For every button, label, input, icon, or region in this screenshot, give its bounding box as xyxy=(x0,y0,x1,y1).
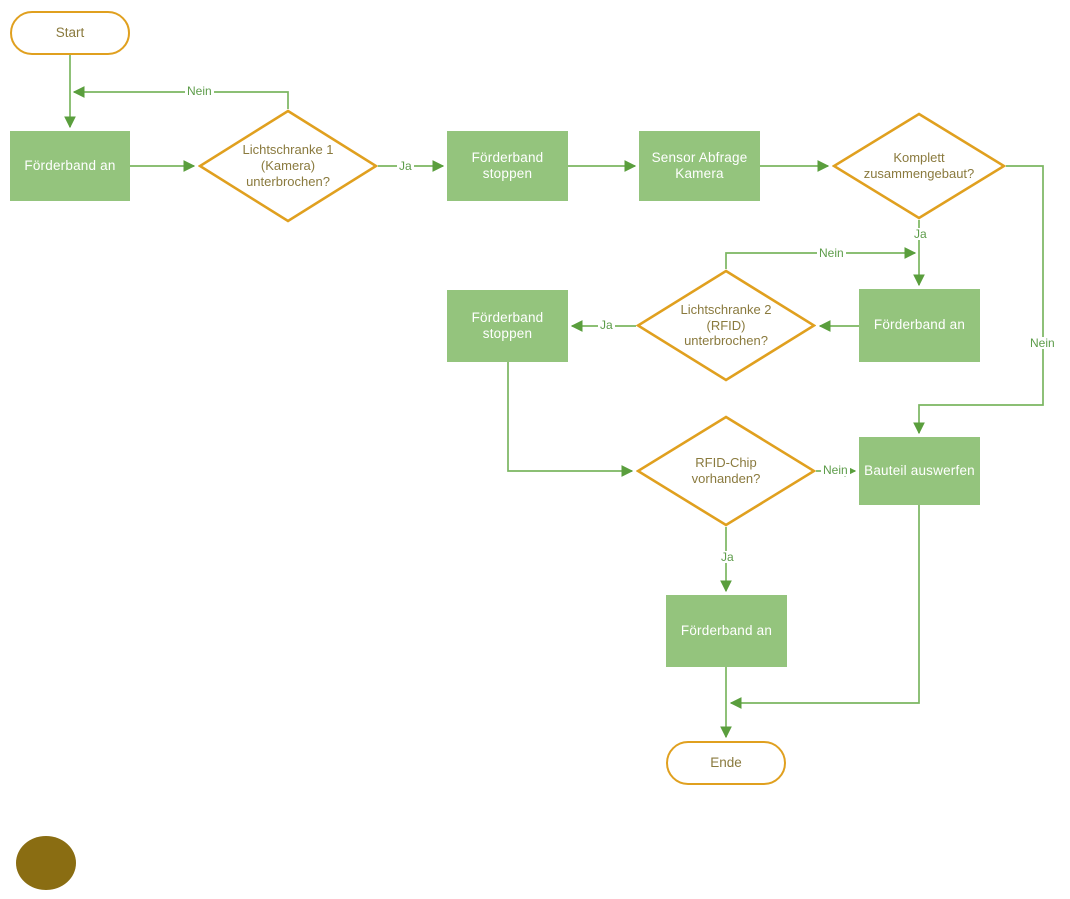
edge-label-nein-rfid: Nein xyxy=(821,463,850,477)
node-lichtschranke-2[interactable]: Lichtschranke 2(RFID)unterbrochen? xyxy=(636,269,816,382)
edge-label-ja-ls2: Ja xyxy=(598,318,615,332)
node-foerderband-an-3-label: Förderband an xyxy=(680,622,773,638)
diamond-icon xyxy=(636,415,816,527)
edge-label-nein-ls1: Nein xyxy=(185,84,214,98)
edge-label-nein-komplett: Nein xyxy=(1028,336,1057,350)
node-foerderband-an-1-label: Förderband an xyxy=(24,157,116,173)
node-foerderband-an-1[interactable]: Förderband an xyxy=(10,131,130,201)
edge-label-ja-komplett: Ja xyxy=(912,227,929,241)
node-foerderband-an-2[interactable]: Förderband an xyxy=(859,289,980,362)
edge-ls1-nein xyxy=(72,86,289,109)
node-start-label: Start xyxy=(55,24,85,40)
node-bauteil-auswerfen[interactable]: Bauteil auswerfen xyxy=(859,437,980,505)
node-start[interactable]: Start xyxy=(10,11,130,55)
node-lichtschranke-1[interactable]: Lichtschranke 1(Kamera)unterbrochen? xyxy=(198,109,378,223)
node-ende-label: Ende xyxy=(710,754,742,770)
edge-stoppen2-rfid xyxy=(507,362,634,477)
node-lichtschranke-2-label: Lichtschranke 2(RFID)unterbrochen? xyxy=(680,301,772,349)
node-bauteil-auswerfen-label: Bauteil auswerfen xyxy=(864,462,975,478)
node-foerderband-an-2-label: Förderband an xyxy=(873,317,966,333)
node-lichtschranke-1-label: Lichtschranke 1(Kamera)unterbrochen? xyxy=(242,142,334,189)
edge-label-ja-rfid: Ja xyxy=(719,550,736,564)
diamond-icon xyxy=(636,269,816,382)
diamond-icon xyxy=(198,109,378,223)
node-foerderband-an-3[interactable]: Förderband an xyxy=(666,595,787,667)
node-ende[interactable]: Ende xyxy=(666,741,786,785)
edge-label-ja-ls1: Ja xyxy=(397,159,414,173)
edge-label-nein-ls2: Nein xyxy=(817,246,846,260)
cursor-blob xyxy=(16,836,76,890)
